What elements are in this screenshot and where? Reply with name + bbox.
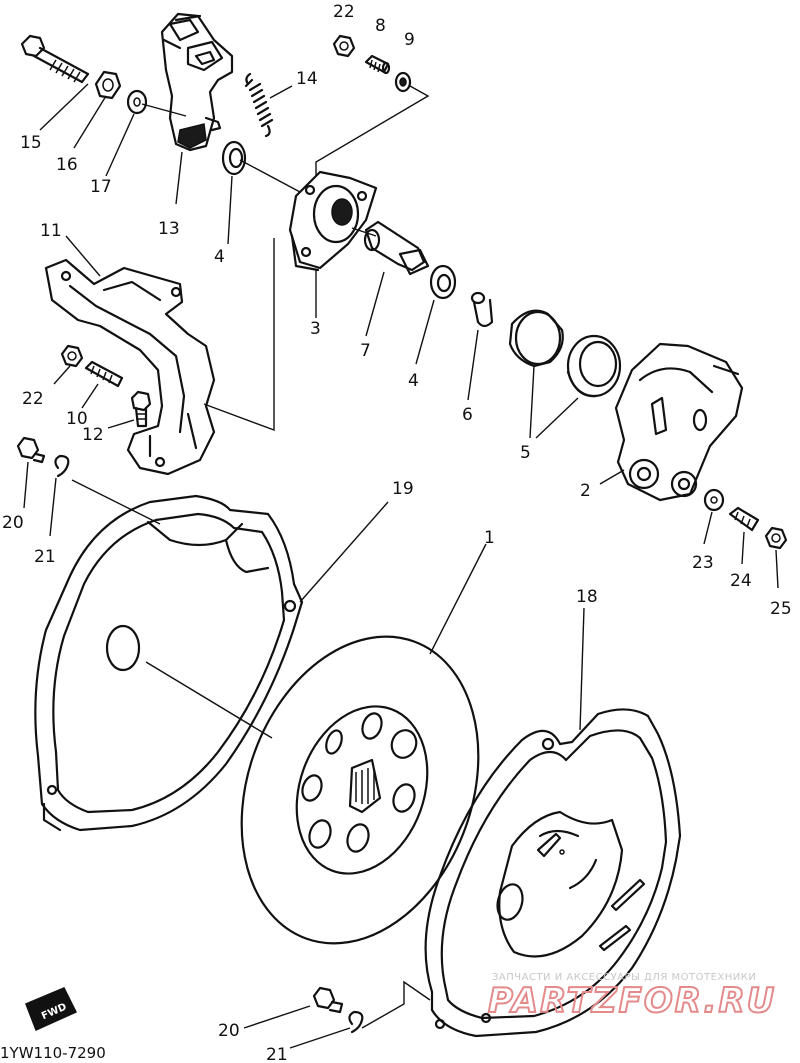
- label-20-lower: 20: [218, 1021, 240, 1041]
- label-8: 8: [375, 16, 386, 36]
- label-14: 14: [296, 69, 318, 89]
- label-7: 7: [360, 341, 371, 361]
- part-13-lever-arm: [160, 12, 234, 152]
- label-19: 19: [392, 479, 414, 499]
- label-17: 17: [90, 177, 112, 197]
- label-2: 2: [580, 481, 591, 501]
- part-7-cam-shaft: [363, 220, 430, 276]
- part-5-piston-b: [566, 334, 622, 398]
- leader-lines: [23, 83, 779, 1049]
- label-4-upper: 4: [214, 247, 225, 267]
- part-6-pin: [470, 291, 494, 328]
- label-12: 12: [82, 425, 104, 445]
- part-21-clip-upper: [54, 454, 70, 478]
- part-2-caliper-body: [614, 342, 744, 502]
- label-16: 16: [56, 155, 78, 175]
- part-25-nut: [764, 526, 788, 550]
- label-15: 15: [20, 133, 42, 153]
- label-22-top: 22: [333, 2, 355, 22]
- label-5: 5: [520, 443, 531, 463]
- part-20-bolt-lower: [312, 986, 344, 1014]
- label-23: 23: [692, 553, 714, 573]
- part-24-bolt: [728, 506, 760, 532]
- fwd-arrow: FWD: [25, 987, 78, 1032]
- label-22-left: 22: [22, 389, 44, 409]
- part-1-brake-disc: [240, 635, 480, 945]
- label-13: 13: [158, 219, 180, 239]
- label-9: 9: [404, 30, 415, 50]
- part-10-stud: [84, 360, 124, 388]
- label-25: 25: [770, 599, 792, 619]
- watermark-tagline: ЗАПЧАСТИ И АКСЕССУАРЫ ДЛЯ МОТОТЕХНИКИ: [492, 972, 756, 983]
- part-21-clip-lower: [348, 1010, 364, 1034]
- label-20-upper: 20: [2, 513, 24, 533]
- part-23-washer: [703, 488, 725, 512]
- part-3-caliper-plate: [288, 170, 378, 272]
- part-22-nut-top: [332, 34, 356, 58]
- watermark-brand: PARTZFOR.RU: [488, 981, 776, 1021]
- label-10: 10: [66, 409, 88, 429]
- part-8-stud: [364, 54, 391, 75]
- part-20-bolt-upper: [16, 436, 46, 464]
- part-16-nut: [94, 70, 122, 100]
- label-21-lower: 21: [266, 1045, 288, 1063]
- part-9-washer: [394, 71, 412, 93]
- part-14-spring: [244, 72, 274, 138]
- part-18-dust-cover: [424, 708, 682, 1038]
- part-11-bracket: [44, 258, 216, 476]
- part-15-bolt: [20, 34, 90, 84]
- label-3: 3: [310, 319, 321, 339]
- part-5-piston-a: [508, 309, 564, 368]
- part-12-bolt: [130, 390, 152, 428]
- part-4-seal-lower: [429, 264, 457, 300]
- label-24: 24: [730, 571, 752, 591]
- figure-code: 1YW110-7290: [0, 1044, 106, 1062]
- part-4-seal-upper: [221, 140, 247, 176]
- part-22-nut-left: [60, 344, 84, 368]
- label-1: 1: [484, 528, 495, 548]
- part-17-washer: [126, 89, 148, 115]
- label-4-lower: 4: [408, 371, 419, 391]
- label-18: 18: [576, 587, 598, 607]
- label-21-upper: 21: [34, 547, 56, 567]
- watermark: ЗАПЧАСТИ И АКСЕССУАРЫ ДЛЯ МОТОТЕХНИКИ PA…: [487, 972, 776, 1022]
- part-19-cover-plate: [34, 494, 304, 832]
- label-11: 11: [40, 221, 62, 241]
- label-6: 6: [462, 405, 473, 425]
